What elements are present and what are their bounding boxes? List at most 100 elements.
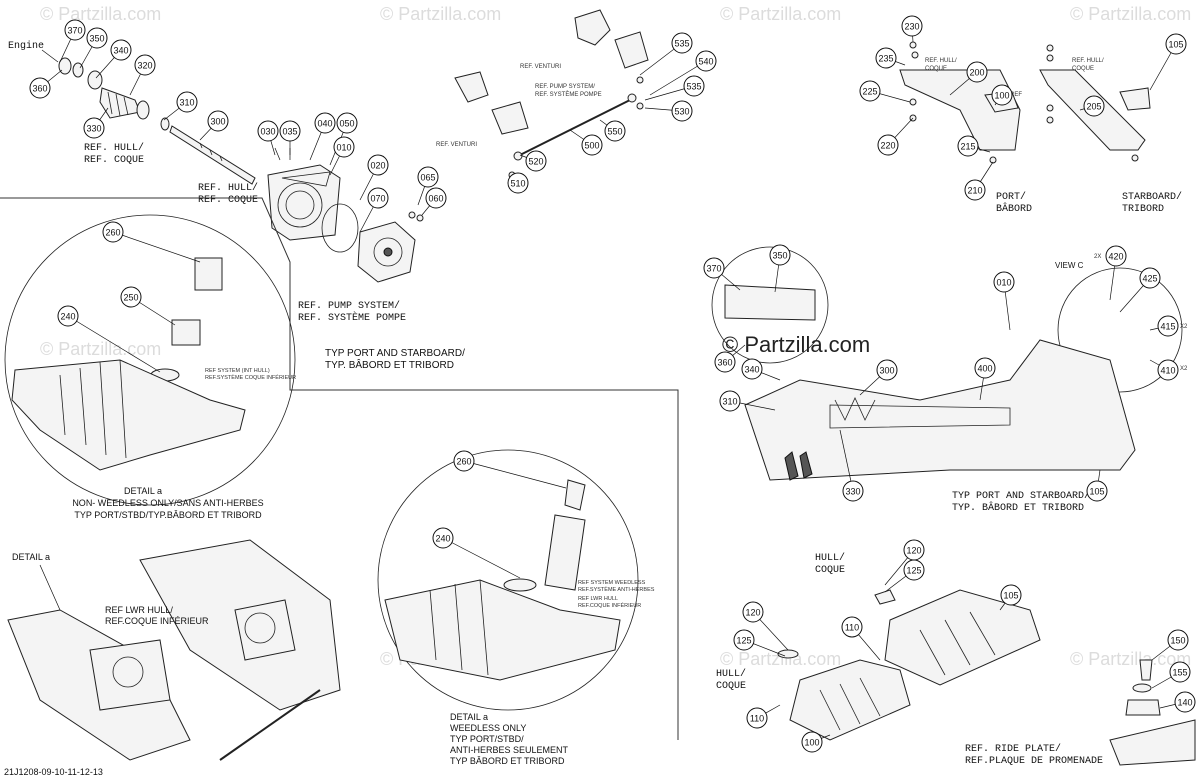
drawing-code: 21J1208-09-10-11-12-13 [4,767,103,777]
callout-number: 230 [904,22,919,32]
detail-circle [377,449,639,711]
callout-bubble [964,179,986,201]
callout-bubble [1165,33,1187,55]
callout-number: 240 [60,312,75,322]
housing-part [267,164,341,241]
ref-venturi-label: REF. VENTURI [436,142,477,148]
oring-part [321,203,359,253]
ref-small-label: REF SYSTEM (INT HULL) [205,368,270,374]
callout-number: 370 [706,264,721,274]
callout-bubble [876,359,898,381]
callout-bubble [83,117,105,139]
callout-number: 065 [420,173,435,183]
callout-number: 150 [1170,636,1185,646]
callout-number: 155 [1172,668,1187,678]
callout-number: 535 [674,39,689,49]
watermark: © Partzilla.com [720,649,841,669]
detail-label: WEEDLESS ONLY [450,723,526,733]
callout-number: 010 [336,143,351,153]
callout-number: 360 [32,84,47,94]
callout-number: 110 [750,714,764,724]
callout-number: 520 [528,157,543,167]
callout-number: 105 [1089,487,1104,497]
callout-bubble [801,731,823,753]
typ-port-label: TYP PORT AND STARBOARD/ [325,348,465,359]
detail-label: TYP BÂBORD ET TRIBORD [450,756,565,766]
callout-number: 100 [804,738,819,748]
callout-bubble [336,112,358,134]
ref-small-label: REF.SYSTÈME COQUE INFÉRIEUR [205,374,296,381]
callout-bubble [120,286,142,308]
callout-bubble [683,75,705,97]
ref-ride-label: REF.PLAQUE DE PROMENADE [965,756,1103,767]
callout-bubble [110,39,132,61]
callout-number: 310 [179,98,194,108]
callout-bubble [875,47,897,69]
ref-lwr-hull-label: REF.COQUE INFÉRIEUR [105,616,209,626]
callout-bubble [842,480,864,502]
callout-number: 425 [1142,274,1157,284]
ref-pump-label: REF. SYSTÈME POMPE [298,310,406,324]
callout-bubble [695,50,717,72]
callout-bubble [453,450,475,472]
port-bracket: REF. HULL/ COQUE REF PORT/ BÂBORD [899,41,1032,215]
callout-number: 415 [1160,322,1175,332]
ref-ride-label: REF. RIDE PLATE/ [965,743,1061,755]
watermark: © Partzilla.com [40,339,161,359]
ref-hull-label: REF. HULL/ [198,182,258,194]
callout-bubble [207,110,229,132]
ref-small-label: REF LWR HULL [578,596,618,602]
callout-bubble [1000,584,1022,606]
starboard-label: TRIBORD [1122,204,1164,215]
ref-pump-label: REF. SYSTÈME POMPE [535,91,602,98]
callout-number: 125 [906,566,921,576]
callout-number: 500 [584,141,599,151]
callout-bubble [993,271,1015,293]
callout-bubble [1157,359,1179,381]
callout-bubble [1167,629,1189,651]
callout-bubble [1083,95,1105,117]
driveshaft-part [169,125,256,185]
watermark: © Partzilla.com [380,4,501,24]
callout-number: 200 [969,68,984,78]
callout-bubble [525,150,547,172]
callout-number: 215 [960,142,975,152]
qty-label: X2 [1180,366,1188,372]
typ-port-label: TYP. BÂBORD ET TRIBORD [325,358,454,371]
watermark: © Partzilla.com [1070,649,1191,669]
ref-small-label: REF.COQUE INFÉRIEUR [578,602,641,609]
hull-label: HULL/ [716,668,746,680]
callout-number: 260 [456,457,471,467]
ref-hull-label: REF. HULL/ [925,58,957,64]
callout-number: 120 [906,546,921,556]
callout-bubble [417,166,439,188]
boot-part [99,87,141,119]
callout-number: 225 [862,87,877,97]
callout-number: 400 [977,364,992,374]
hull-plates-left: DETAIL a REF LWR HULL/ REF.COQUE INFÉRIE… [7,539,341,761]
callout-bubble [29,77,51,99]
port-label: PORT/ [996,191,1026,203]
ref-pump-label: REF. PUMP SYSTEM/ [298,300,400,312]
detail-label: TYP PORT/STBD/ [450,734,524,744]
callout-number: 010 [996,278,1011,288]
ref-hull-label: COQUE [925,66,947,72]
callout-bubble [1157,315,1179,337]
callout-number: 105 [1168,40,1183,50]
typ-port-label: TYP PORT AND STARBOARD/ [952,490,1090,502]
callout-bubble [86,27,108,49]
detail-label: DETAIL a [12,552,50,562]
callout-bubble [64,19,86,41]
callout-number: 330 [86,124,101,134]
callout-bubble [279,120,301,142]
ref-hull-label: REF. HULL/ [84,142,144,154]
callout-bubble [257,120,279,142]
watermark: © Partzilla.com [720,4,841,24]
callout-bubble [1139,267,1161,289]
ref-small-label: REF.SYSTÈME ANTI-HERBES [578,586,655,593]
detail-circle [4,214,296,506]
hull-label: COQUE [815,565,845,576]
detail-frame: REF SYSTEM (INT HULL) REF.SYSTÈME COQUE … [0,197,679,740]
callout-number: 250 [123,293,138,303]
view-label: VIEW C [1055,261,1084,270]
